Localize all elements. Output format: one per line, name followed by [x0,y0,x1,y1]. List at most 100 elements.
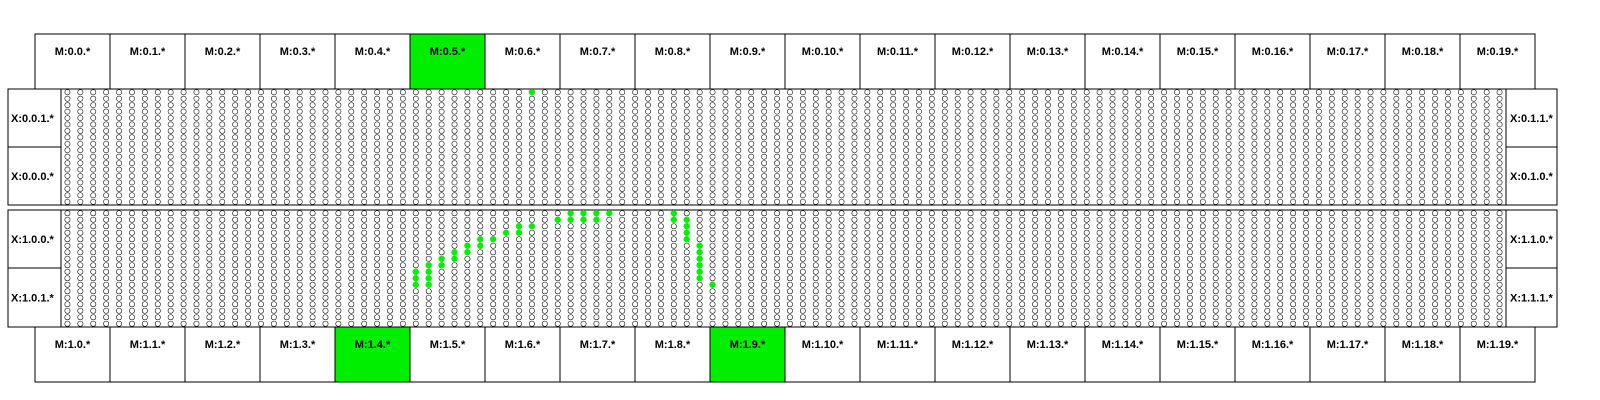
node [1032,236,1039,243]
node [1251,275,1258,282]
node [864,216,871,223]
node [954,134,961,141]
node [851,179,858,186]
node [464,147,471,154]
node [1161,160,1167,167]
node [529,121,535,128]
node [1380,307,1387,314]
node [838,301,845,308]
node [632,216,639,223]
node [1174,121,1180,128]
node [129,140,135,147]
node [838,236,845,243]
node [1083,153,1090,160]
node [1251,166,1258,173]
node [696,121,703,128]
node [1161,268,1168,275]
node [1251,121,1258,128]
node [1445,210,1451,217]
node [335,95,342,102]
bottom-node-lattice [60,209,1507,328]
node [1457,229,1464,236]
node [541,223,548,230]
node [761,275,768,282]
node [1174,89,1180,96]
node [1032,153,1038,160]
node [490,210,497,217]
node [1328,249,1335,256]
node [632,89,639,96]
node [283,108,290,115]
node [748,121,755,128]
node [735,147,742,154]
node [825,160,832,167]
node [1251,262,1258,269]
node [993,173,1000,179]
node [993,288,1000,295]
node [1174,95,1180,102]
node [748,255,755,262]
node [954,160,961,167]
node [438,307,445,314]
node [1341,242,1348,249]
node [1367,294,1374,301]
node [1225,173,1232,179]
node [903,179,909,186]
node [1109,294,1116,301]
node [606,89,613,96]
node [1199,198,1206,205]
node [954,140,961,147]
node [141,294,148,301]
node [1290,160,1297,167]
node [928,108,935,115]
node [916,147,922,154]
top-module-label-6: M:0.6.* [505,46,541,58]
node [812,127,819,134]
node [1225,288,1232,295]
node [825,147,832,154]
node [412,166,419,173]
node [1083,314,1090,321]
node [1277,121,1284,128]
node [270,108,277,115]
node [77,307,84,314]
node [658,198,664,205]
node [1341,140,1348,147]
node [735,216,742,223]
node [1264,210,1271,217]
node [761,320,768,327]
node [1432,102,1438,109]
node [1032,268,1039,275]
node [1070,307,1077,314]
node [554,153,561,160]
node [941,301,948,308]
node [1122,268,1129,275]
node [258,166,264,173]
node [516,288,522,295]
node [374,314,381,321]
node [1251,314,1258,321]
node [141,216,148,223]
node [219,242,226,249]
node [1135,268,1142,275]
node [1109,249,1116,256]
node [116,255,122,262]
node [1148,147,1155,154]
node [580,262,587,269]
node [90,268,97,275]
node [696,320,703,327]
node [1096,160,1103,167]
node [64,121,71,128]
node [993,242,1000,249]
node [309,229,316,236]
node [1419,95,1426,102]
node [141,160,148,167]
node [296,185,303,192]
node [1341,275,1348,282]
node [941,95,948,102]
active-node [515,223,523,230]
node [464,115,471,121]
node [1264,108,1271,115]
node [1290,307,1297,314]
node [787,236,793,243]
